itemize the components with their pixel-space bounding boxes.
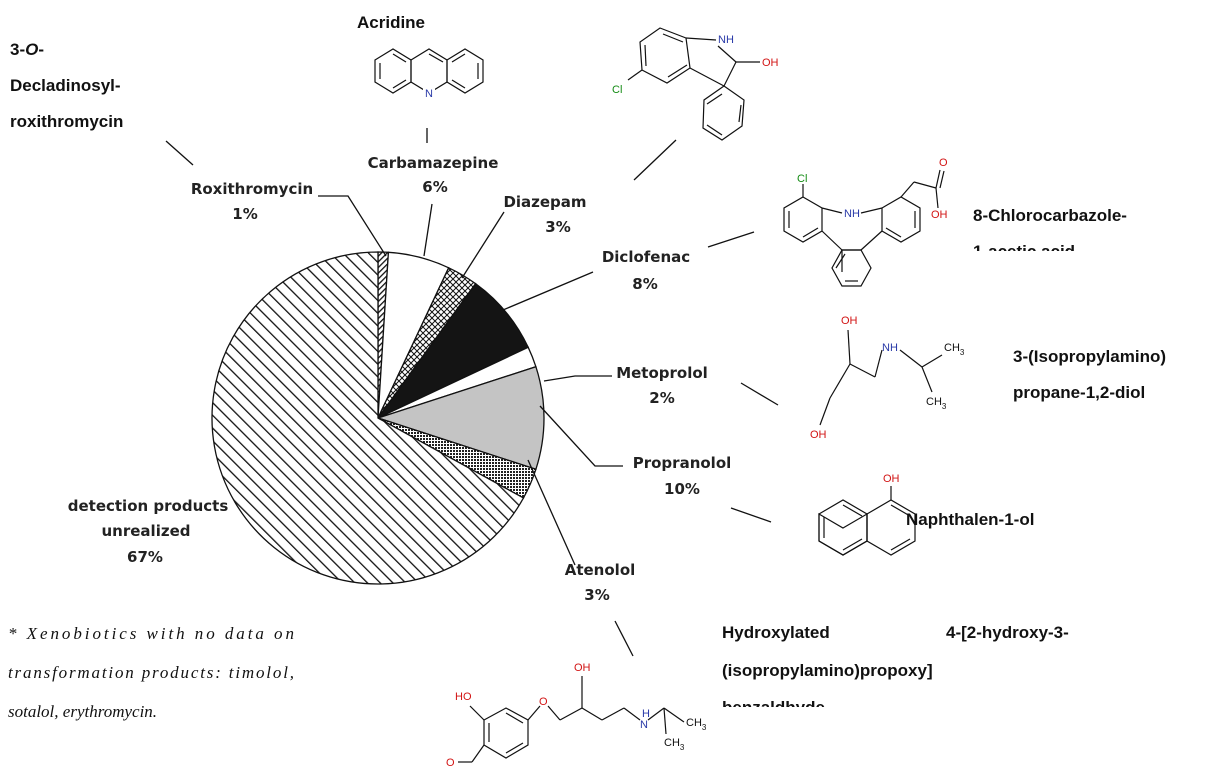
slice-label-propranolol: Propranolol 10%	[633, 454, 732, 498]
leader-atenolol	[527, 459, 576, 566]
atom-label: OH	[574, 662, 591, 674]
atom-label: OH	[931, 209, 948, 221]
structure-hydroxybenzaldehyde: HO O OH H N CH3 CH3 O	[446, 662, 707, 769]
connector-atenolol	[614, 620, 634, 657]
product-roxithromycin: 3-O- Decladinosyl- roxithromycin	[10, 40, 123, 131]
product-diclofenac: 8-Chlorocarbazole- 1-acetic acid	[965, 206, 1205, 265]
atom-label: NH	[718, 34, 734, 46]
footnote: * Xenobiotics with no data on transforma…	[8, 624, 294, 721]
atom-label: CH3	[686, 717, 707, 732]
slice-label-carbamazepine: Carbamazepine 6%	[368, 154, 499, 196]
atom-label: H	[642, 708, 650, 720]
product-metoprolol-line1: 3-(Isopropylamino)	[1013, 347, 1166, 366]
product-atenolol: Hydroxylated 4-[2-hydroxy-3- (isopropyla…	[715, 623, 1069, 719]
leader-diclofenac	[502, 271, 594, 311]
footnote-line1: * Xenobiotics with no data on	[8, 624, 294, 643]
atom-label: O	[539, 696, 548, 708]
atom-label: Cl	[797, 173, 807, 185]
atom-label: HO	[455, 691, 472, 703]
atom-label: Cl	[612, 84, 622, 96]
slice-value-diazepam: 3%	[545, 218, 570, 236]
slice-value-roxithromycin: 1%	[232, 205, 257, 223]
atom-label: CH3	[944, 342, 965, 357]
structure-acridine: N	[374, 48, 484, 100]
slice-label-metoprolol: Metoprolol 2%	[616, 364, 708, 407]
atom-label: OH	[810, 429, 827, 441]
atom-label: OH	[841, 315, 858, 327]
pie-slice-propranolol	[375, 365, 545, 471]
slice-name-diazepam: Diazepam	[503, 193, 586, 211]
product-atenolol-line2: 4-[2-hydroxy-3-	[946, 623, 1069, 642]
slice-name-metoprolol: Metoprolol	[616, 364, 708, 382]
connector-propranolol	[730, 507, 772, 523]
leader-diazepam	[461, 211, 505, 279]
atom-label: OH	[762, 57, 779, 69]
product-atenolol-line3: (isopropylamino)propoxy]	[722, 661, 933, 680]
product-acridine-name: Acridine	[357, 13, 425, 32]
slice-value-unrealized: 67%	[127, 548, 163, 566]
slice-label-diclofenac: Diclofenac 8%	[602, 248, 690, 293]
slice-value-diclofenac: 8%	[632, 275, 657, 293]
slice-label-unrealized: detection products unrealized 67%	[68, 497, 229, 566]
product-metoprolol: 3-(Isopropylamino) propane-1,2-diol	[1013, 347, 1166, 402]
structure-indolinol: NH OH Cl	[612, 27, 779, 141]
atom-label: NH	[844, 208, 860, 220]
slice-name-carbamazepine: Carbamazepine	[368, 154, 499, 172]
structure-chlorocarbazole: Cl NH O OH	[783, 157, 948, 287]
slice-label-atenolol: Atenolol 3%	[565, 561, 636, 604]
product-diclofenac-line1: 8-Chlorocarbazole-	[973, 206, 1127, 225]
slice-value-carbamazepine: 6%	[422, 178, 447, 196]
product-connectors	[165, 128, 779, 657]
product-roxithromycin-line3: roxithromycin	[10, 112, 123, 131]
product-atenolol-line1: Hydroxylated	[722, 623, 830, 642]
product-roxithromycin-line1: 3-O-	[10, 40, 44, 59]
atom-label: O	[446, 757, 455, 769]
slice-name-unrealized-line1: detection products	[68, 497, 229, 515]
atom-label: CH3	[926, 396, 947, 411]
atom-label: N	[640, 719, 648, 731]
slice-value-atenolol: 3%	[584, 586, 609, 604]
atom-label: NH	[882, 342, 898, 354]
connector-roxithromycin	[165, 140, 194, 166]
leader-metoprolol	[543, 375, 612, 382]
slice-name-propranolol: Propranolol	[633, 454, 732, 472]
structure-aminodiol: OH OH NH CH3 CH3	[810, 315, 965, 441]
slice-label-roxithromycin: Roxithromycin 1%	[191, 180, 313, 223]
pie-chart	[211, 251, 545, 585]
slice-value-metoprolol: 2%	[649, 389, 674, 407]
atom-label: N	[425, 88, 433, 100]
slice-value-propranolol: 10%	[664, 480, 700, 498]
slice-name-diclofenac: Diclofenac	[602, 248, 690, 266]
pie-slice-detection-products-unrealized	[211, 251, 525, 585]
leader-roxithromycin	[318, 195, 387, 257]
text-clip-mask	[965, 251, 1205, 265]
slice-name-unrealized-line2: unrealized	[102, 522, 191, 540]
footnote-line3: sotalol, erythromycin.	[8, 702, 157, 721]
product-metoprolol-line2: propane-1,2-diol	[1013, 383, 1145, 402]
atom-label: CH3	[664, 737, 685, 752]
leader-carbamazepine	[423, 203, 433, 257]
product-roxithromycin-line2: Decladinosyl-	[10, 76, 121, 95]
atom-label: O	[939, 157, 948, 169]
slice-label-diazepam: Diazepam 3%	[503, 193, 586, 236]
product-naphthol-name: Naphthalen-1-ol	[906, 510, 1034, 529]
leader-propranolol	[539, 405, 623, 467]
connector-diazepam	[633, 139, 677, 181]
connector-metoprolol	[740, 382, 779, 406]
structure-naphthol: OH	[818, 473, 916, 556]
connector-diclofenac	[707, 231, 755, 248]
slice-name-atenolol: Atenolol	[565, 561, 636, 579]
slice-name-roxithromycin: Roxithromycin	[191, 180, 313, 198]
footnote-line2: transformation products: timolol,	[8, 663, 294, 682]
slice-leader-lines	[318, 195, 623, 566]
atom-label: OH	[883, 473, 900, 485]
text-clip-mask	[715, 707, 945, 719]
